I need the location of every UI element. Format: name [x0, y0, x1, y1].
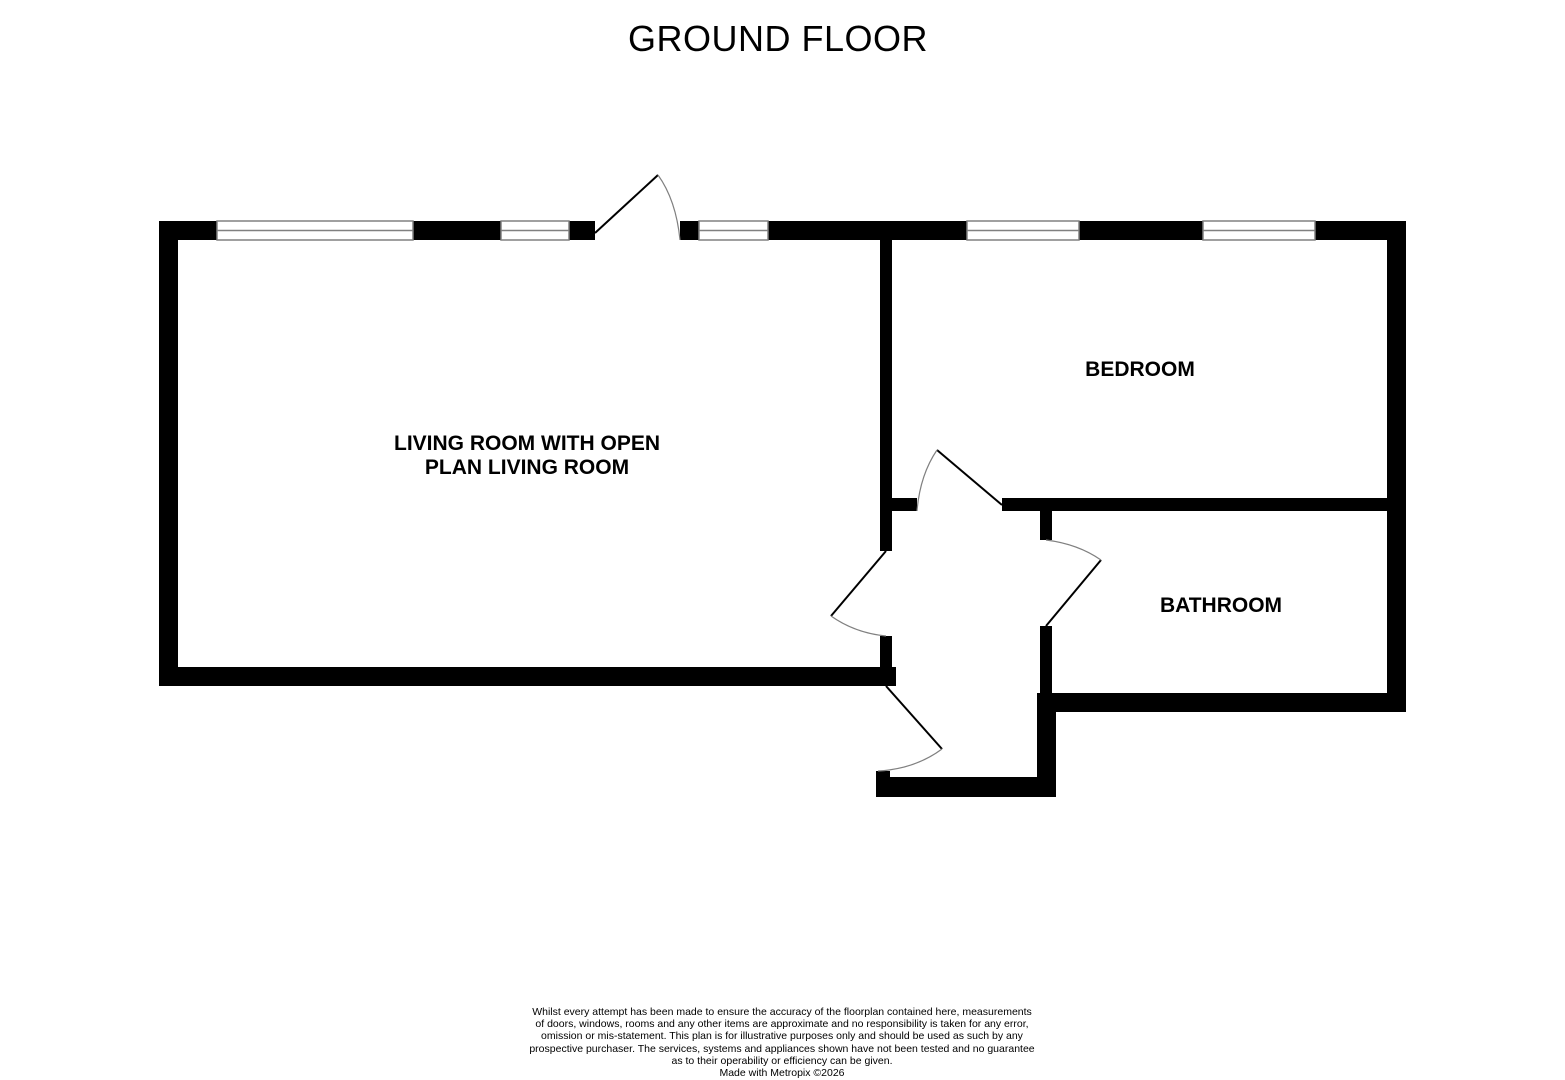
- room-label-bedroom: BEDROOM: [1040, 358, 1240, 382]
- disclaimer: Whilst every attempt has been made to en…: [482, 1006, 1082, 1079]
- wall-middle-lower: [880, 636, 892, 686]
- disclaimer-line: Whilst every attempt has been made to en…: [532, 1006, 1032, 1018]
- wall-top-right-corner: [1315, 221, 1406, 240]
- door-living-side: [830, 550, 887, 637]
- room-label-bedroom-text: BEDROOM: [1085, 358, 1195, 381]
- wall-right: [1387, 221, 1406, 712]
- disclaimer-line: prospective purchaser. The services, sys…: [529, 1042, 1035, 1055]
- wall-middle-upper: [880, 240, 892, 551]
- window-2: [500, 220, 570, 241]
- wall-bathroom-left-upper: [1040, 511, 1052, 540]
- floor-title: GROUND FLOOR: [627, 18, 928, 59]
- wall-bathroom-left-lower: [1040, 626, 1052, 700]
- room-label-living: LIVING ROOM WITH OPEN PLAN LIVING ROOM: [352, 432, 702, 480]
- window-1: [216, 220, 414, 241]
- wall-bathroom-bottom: [1037, 693, 1406, 712]
- credit: Made with Metropix ©2026: [719, 1067, 845, 1080]
- walls: [159, 221, 1406, 797]
- wall-entrance-stub: [876, 771, 890, 797]
- wall-corridor-right: [1037, 693, 1056, 797]
- window-5: [1202, 220, 1316, 241]
- disclaimer-line: of doors, windows, rooms and any other i…: [535, 1018, 1029, 1031]
- window-3: [698, 220, 769, 241]
- wall-bedroom-stub-left: [892, 498, 917, 511]
- wall-top-pier-2: [569, 221, 595, 240]
- wall-top-pier-4: [768, 221, 967, 240]
- door-living-top: [594, 174, 681, 241]
- disclaimer-line: omission or mis-statement. This plan is …: [541, 1030, 1023, 1043]
- windows: [216, 220, 1316, 241]
- wall-corridor-bottom: [876, 777, 1056, 797]
- doors: [594, 174, 1102, 772]
- room-label-bathroom: BATHROOM: [1121, 594, 1321, 618]
- room-label-living-line1: LIVING ROOM WITH OPEN: [394, 432, 660, 455]
- wall-top-pier-1: [413, 221, 501, 240]
- door-entrance: [877, 685, 943, 772]
- room-label-bathroom-text: BATHROOM: [1159, 594, 1283, 617]
- wall-bedroom-bathroom: [1002, 498, 1406, 511]
- room-label-living-line2: PLAN LIVING ROOM: [424, 456, 630, 479]
- wall-top-pier-5: [1079, 221, 1203, 240]
- door-bathroom: [1045, 539, 1102, 627]
- window-4: [966, 220, 1080, 241]
- wall-top-pier-3: [680, 221, 699, 240]
- disclaimer-line: as to their operability or efficiency ca…: [671, 1054, 893, 1067]
- wall-left: [159, 221, 178, 686]
- wall-living-bottom: [159, 667, 896, 686]
- door-bedroom: [916, 449, 1003, 512]
